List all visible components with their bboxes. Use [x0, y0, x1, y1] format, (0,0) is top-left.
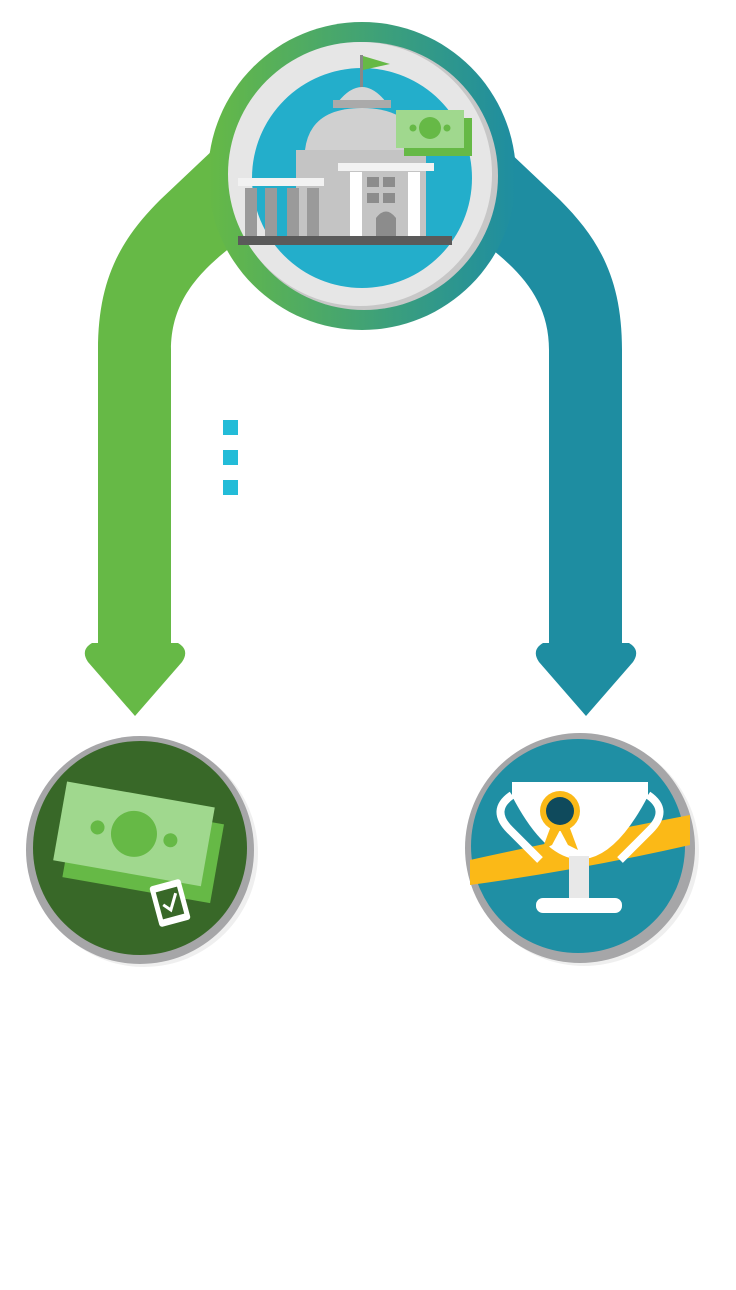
cash-checklist-icon: [26, 736, 258, 967]
bullet-2: [223, 450, 238, 465]
trophy-award-icon: [465, 733, 699, 966]
bullet-list: [223, 420, 238, 495]
right-arrow: [480, 148, 637, 716]
government-building-money-icon: [208, 22, 516, 330]
bullet-3: [223, 480, 238, 495]
left-arrow: [84, 148, 240, 716]
bullet-1: [223, 420, 238, 435]
